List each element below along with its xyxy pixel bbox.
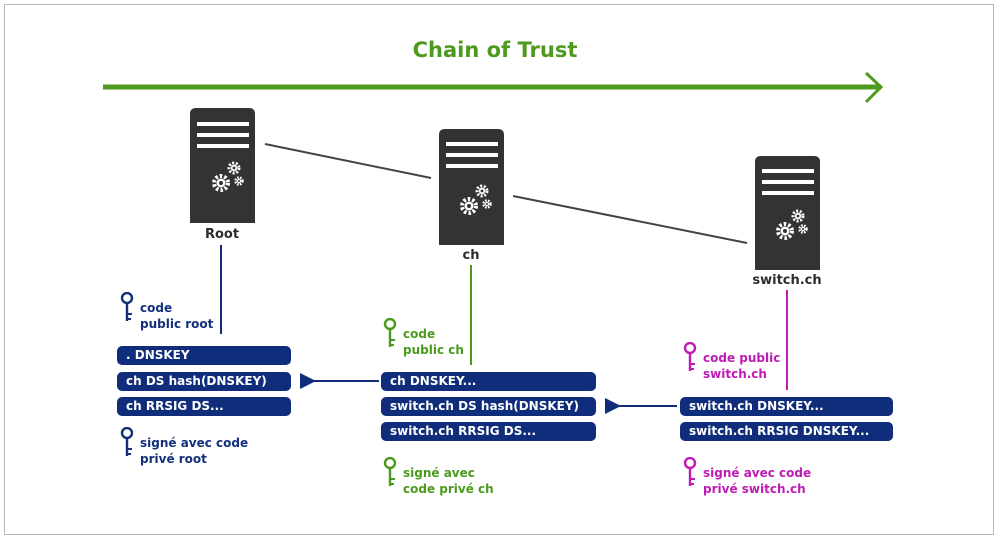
root-record-rrsig: ch RRSIG DS... [117, 397, 291, 416]
server-ch-icon [439, 129, 504, 245]
server-label-ch: ch [462, 248, 480, 263]
server-label-root: Root [204, 227, 240, 242]
public-key-icon [683, 342, 697, 371]
private-key-icon [383, 457, 397, 486]
diagram-frame [4, 4, 994, 535]
ch-switch-connector [512, 195, 748, 244]
server-label-switch: switch.ch [752, 273, 822, 288]
ch-record-ds: switch.ch DS hash(DNSKEY) [381, 397, 596, 416]
ch-record-dnskey: ch DNSKEY... [381, 372, 596, 391]
switch-record-rrsig: switch.ch RRSIG DNSKEY... [680, 422, 893, 441]
root-record-ds: ch DS hash(DNSKEY) [117, 372, 291, 391]
root-ch-connector [264, 143, 432, 179]
switch-record-dnskey: switch.ch DNSKEY... [680, 397, 893, 416]
chain-arrow-head [864, 71, 884, 104]
private-key-icon [120, 427, 134, 456]
ch-record-rrsig: switch.ch RRSIG DS... [381, 422, 596, 441]
public-key-icon [120, 292, 134, 321]
private-key-icon [683, 457, 697, 486]
server-switch-icon [755, 156, 820, 270]
page-title: Chain of Trust [412, 38, 578, 62]
public-key-icon [383, 318, 397, 347]
server-root-icon [190, 108, 255, 223]
root-record-dnskey: . DNSKEY [117, 346, 291, 365]
